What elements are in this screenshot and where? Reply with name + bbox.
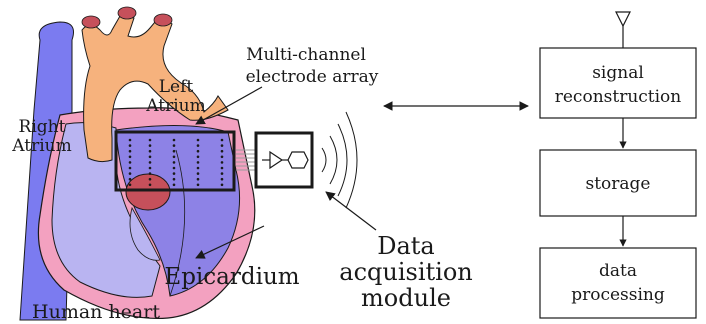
electrode-dot xyxy=(148,138,152,142)
signal-reconstruction-line1: signal xyxy=(592,63,644,83)
electrode-dot xyxy=(128,177,132,181)
electrode-dot xyxy=(196,144,200,147)
left-atrium-label-line2: Atrium xyxy=(145,96,205,116)
aortic-branch-3 xyxy=(153,13,173,27)
electrode-dot xyxy=(172,144,176,147)
right-atrium-shape xyxy=(51,122,161,298)
electrode-dot xyxy=(128,166,132,170)
electrode-dot xyxy=(196,172,200,175)
electrode-dot xyxy=(128,172,132,175)
signal-wires xyxy=(236,149,256,171)
storage-box xyxy=(539,149,697,217)
storage-label: storage xyxy=(586,174,651,194)
electrode-dot xyxy=(128,155,132,159)
electrode-dot xyxy=(148,177,152,181)
electrode-dot xyxy=(128,183,132,187)
electrode-dot xyxy=(172,155,176,159)
annotation-arrows xyxy=(195,86,529,259)
electrode-dot xyxy=(172,138,176,142)
arrow-to-electrode-array xyxy=(195,86,263,125)
left-atrium-label-line1: Left xyxy=(159,77,194,97)
electrode-dot xyxy=(196,149,200,153)
electrode-array-frame xyxy=(114,130,236,192)
electrode-array-label-line1: Multi-channel xyxy=(246,45,366,65)
antenna-icon xyxy=(615,11,631,48)
electrode-dot xyxy=(148,161,152,164)
daq-label-line2: acquisition xyxy=(339,258,472,286)
ventricle-wall-shape xyxy=(129,206,161,261)
epicardium-label: Epicardium xyxy=(164,264,299,290)
electrode-dot xyxy=(196,155,200,159)
daq-label-line1: Data xyxy=(377,232,435,260)
electrode-dot xyxy=(196,166,200,170)
electrode-dot xyxy=(220,183,224,187)
electrode-dot xyxy=(172,183,176,187)
right-atrium-label-line1: Right xyxy=(19,117,66,137)
electrode-dot xyxy=(220,166,224,170)
data-processing-line2: processing xyxy=(571,285,665,305)
wireless-signal-icon xyxy=(321,111,358,209)
electrode-dot xyxy=(172,161,176,164)
electrode-dot xyxy=(148,149,152,153)
electrode-dot xyxy=(148,172,152,175)
human-heart-label: Human heart xyxy=(32,301,160,323)
ventricle-shape xyxy=(115,124,241,297)
electrode-dot xyxy=(220,172,224,175)
left-atrium-bump xyxy=(125,173,171,211)
electrode-dot xyxy=(128,144,132,147)
diagram-labels: Left Atrium Right Atrium Multi-channel e… xyxy=(11,45,472,323)
human-heart-illustration xyxy=(19,6,256,321)
data-acquisition-module xyxy=(254,131,314,189)
arrow-to-daq-module xyxy=(325,191,377,231)
electrode-dot xyxy=(220,161,224,164)
signal-reconstruction-box xyxy=(539,47,697,119)
electrode-dot xyxy=(148,183,152,187)
electrode-dot xyxy=(148,155,152,159)
electrode-dot xyxy=(196,138,200,142)
electrode-array-label-line2: electrode array xyxy=(246,67,379,87)
aortic-branch-1 xyxy=(81,15,101,29)
electrode-dot xyxy=(128,149,132,153)
adc-icon xyxy=(287,151,309,169)
signal-reconstruction-line2: reconstruction xyxy=(555,87,682,107)
amplifier-icon xyxy=(269,150,284,170)
electrode-dot xyxy=(196,161,200,164)
processing-pipeline: signal reconstruction storage data proce… xyxy=(539,11,697,319)
electrode-dot xyxy=(220,138,224,142)
electrode-dot xyxy=(148,144,152,147)
aorta-shape xyxy=(81,15,229,163)
electrode-dot xyxy=(220,144,224,147)
electrode-dot xyxy=(128,138,132,142)
electrode-dot xyxy=(172,177,176,181)
electrode-dot xyxy=(172,172,176,175)
aortic-branch-2 xyxy=(117,6,137,20)
data-processing-box xyxy=(539,247,697,319)
right-atrium-label-line2: Atrium xyxy=(11,136,71,156)
electrode-dot xyxy=(220,149,224,153)
septum-line xyxy=(169,149,186,297)
electrode-dot xyxy=(148,166,152,170)
electrode-dot xyxy=(220,155,224,159)
electrode-array xyxy=(114,130,236,192)
electrode-dot xyxy=(196,177,200,181)
arrow-to-epicardium xyxy=(195,225,265,259)
daq-label-line3: module xyxy=(361,284,451,312)
electrode-grid xyxy=(128,138,224,187)
electrode-dot xyxy=(220,177,224,181)
electrode-dot xyxy=(128,161,132,164)
electrode-dot xyxy=(172,166,176,170)
electrode-dot xyxy=(172,149,176,153)
data-processing-line1: data xyxy=(599,261,637,281)
electrode-dot xyxy=(196,183,200,187)
